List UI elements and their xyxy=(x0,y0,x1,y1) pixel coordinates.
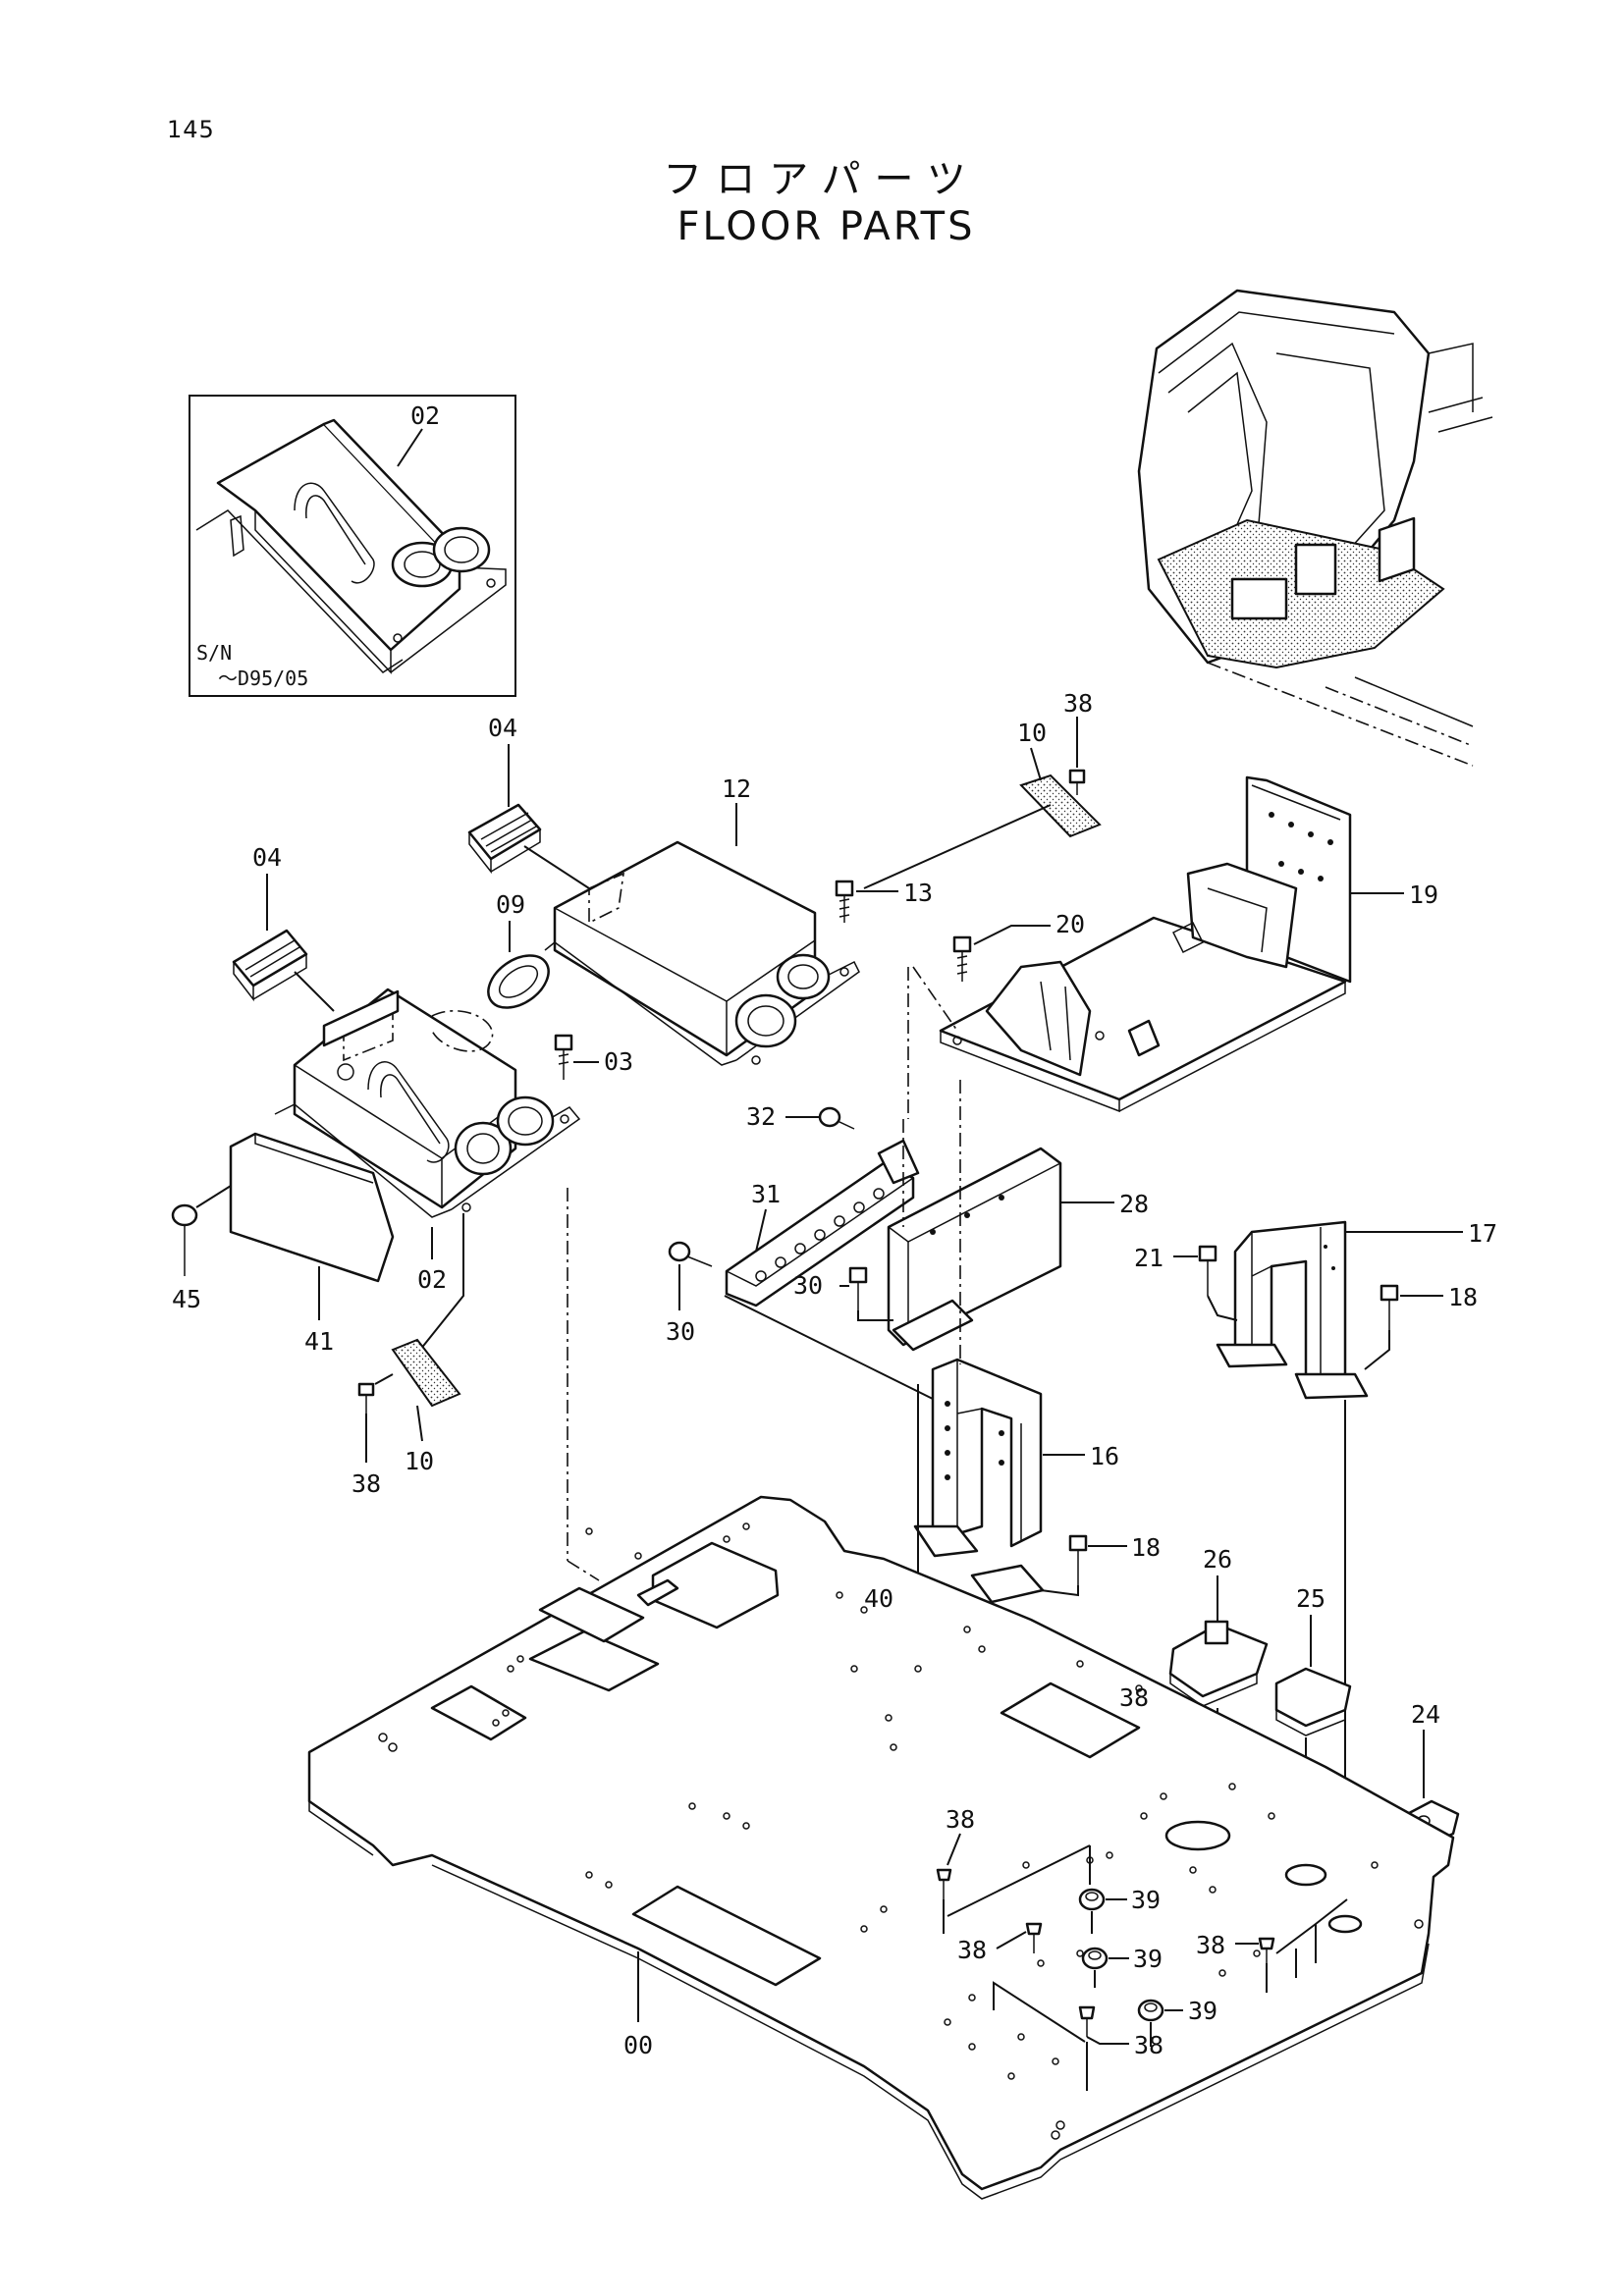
callout-12: 12 xyxy=(722,774,751,803)
part-38-screw-lower-left xyxy=(357,1382,375,1414)
callout-30-left: 30 xyxy=(666,1317,695,1346)
part-04-upper-insulator xyxy=(467,803,542,875)
part-31-terminal-bar xyxy=(725,1139,920,1308)
part-17-bracket xyxy=(1216,1220,1369,1400)
callout-39-b: 39 xyxy=(1133,1945,1163,1973)
callout-labels: 04 04 12 09 03 13 10 38 20 19 32 31 28 1… xyxy=(172,689,1497,2059)
part-39-plug-b xyxy=(1081,1947,1109,1970)
part-38-screw-a xyxy=(936,1868,952,1899)
callout-32: 32 xyxy=(746,1102,776,1131)
callout-39-a: 39 xyxy=(1131,1886,1161,1914)
callout-38-c: 38 xyxy=(1196,1931,1225,1959)
part-20-bolt xyxy=(952,935,972,982)
callout-18-lower: 18 xyxy=(1131,1533,1161,1562)
part-25-pad xyxy=(1274,1667,1352,1736)
callout-38-upper: 38 xyxy=(1063,689,1093,718)
part-26-rubber-mat xyxy=(1168,1620,1269,1707)
callout-38-b: 38 xyxy=(957,1936,987,1964)
part-13-bolt xyxy=(835,880,854,923)
callout-02-lower: 02 xyxy=(417,1265,447,1294)
callout-45: 45 xyxy=(172,1285,201,1313)
part-38-screw-upper xyxy=(1068,769,1086,795)
callout-00: 00 xyxy=(623,2031,653,2059)
part-18-bolt-lower xyxy=(1068,1534,1088,1585)
callout-21: 21 xyxy=(1134,1244,1163,1272)
part-28-bracket xyxy=(887,1147,1062,1352)
callout-24: 24 xyxy=(1411,1700,1440,1729)
part-16-column-bracket xyxy=(913,1358,1045,1604)
callout-38-d: 38 xyxy=(1134,2031,1163,2059)
part-45-bolt xyxy=(171,1203,198,1276)
page-title-japanese: フロアパーツ xyxy=(663,157,980,202)
callout-13: 13 xyxy=(903,879,933,907)
part-41-cover xyxy=(229,1132,395,1283)
page-number: 145 xyxy=(167,116,215,143)
cab-key-view xyxy=(1137,289,1493,767)
callout-20: 20 xyxy=(1055,910,1085,938)
part-30-bolt-b xyxy=(848,1266,868,1310)
inset-callout-02: 02 xyxy=(410,401,440,430)
part-30-bolt-a xyxy=(668,1241,713,1267)
part-10-upper-pad xyxy=(1019,774,1102,838)
part-32-bolt xyxy=(818,1106,855,1130)
callout-40: 40 xyxy=(864,1584,893,1613)
callout-25: 25 xyxy=(1296,1584,1325,1613)
callout-04-upper: 04 xyxy=(488,714,517,742)
callout-38-lower-left: 38 xyxy=(352,1469,381,1498)
part-18-bolt-upper xyxy=(1380,1284,1399,1330)
part-19-pedal-bracket-plate xyxy=(939,775,1352,1113)
part-39-plug-a xyxy=(1078,1888,1106,1911)
part-38-screw-b xyxy=(1025,1922,1043,1953)
part-10-lower-pad xyxy=(391,1338,461,1408)
part-04-lower-insulator xyxy=(232,929,308,1002)
part-38-screw-d xyxy=(1078,2005,1096,2037)
callout-17: 17 xyxy=(1468,1219,1497,1248)
part-02-heater-unit-lower xyxy=(274,988,581,1218)
callout-39-c: 39 xyxy=(1188,1997,1217,2025)
callout-38-mid: 38 xyxy=(1119,1683,1149,1712)
callout-18-upper: 18 xyxy=(1448,1283,1478,1311)
callout-19: 19 xyxy=(1409,881,1438,909)
callout-03: 03 xyxy=(604,1047,633,1076)
callout-30-right: 30 xyxy=(793,1271,823,1300)
inset-serial-label: S/N xyxy=(196,641,232,665)
part-39-plug-c xyxy=(1137,1999,1164,2022)
part-21-bolt xyxy=(1198,1245,1217,1296)
inset-serial-range: ～D95/05 xyxy=(218,667,308,690)
callout-26: 26 xyxy=(1203,1545,1232,1574)
callout-31: 31 xyxy=(751,1180,781,1208)
callout-09: 09 xyxy=(496,890,525,919)
inset-heater-unit xyxy=(195,418,507,674)
page-title-english: FLOOR PARTS xyxy=(676,204,976,249)
callout-41: 41 xyxy=(304,1327,334,1356)
part-03-bolt xyxy=(554,1034,573,1080)
callout-16: 16 xyxy=(1090,1442,1119,1470)
callout-10-upper: 10 xyxy=(1017,719,1047,747)
inset-box: 02 S/N ～D95/05 xyxy=(189,395,516,697)
part-38-screw-c xyxy=(1258,1937,1275,1963)
callout-28: 28 xyxy=(1119,1190,1149,1218)
callout-04-lower: 04 xyxy=(252,843,282,872)
part-12-heater-unit xyxy=(544,840,860,1066)
part-00-floor-plate xyxy=(307,1495,1455,2200)
callout-38-a: 38 xyxy=(946,1805,975,1834)
callout-10-lower: 10 xyxy=(405,1447,434,1475)
part-09-grommet xyxy=(487,954,550,1009)
